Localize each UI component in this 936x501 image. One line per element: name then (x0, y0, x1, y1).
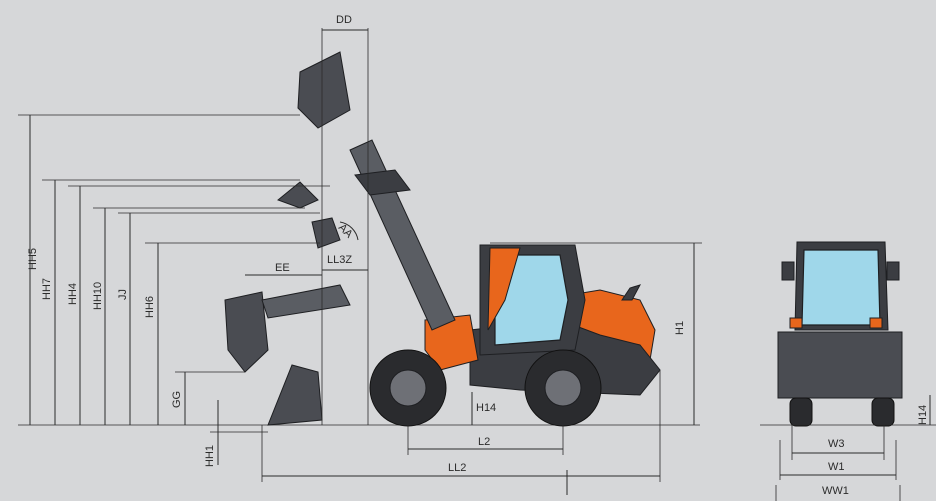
label-l2: L2 (478, 436, 490, 448)
bucket-ground (267, 364, 323, 426)
bucket-positions (224, 51, 351, 426)
loader-front-view (760, 241, 936, 427)
label-hh7: HH7 (41, 278, 53, 300)
label-h1: H1 (674, 321, 686, 335)
front-left-light (789, 317, 803, 329)
boom-linkage (354, 169, 411, 196)
front-bucket (777, 331, 903, 399)
cab-glass (494, 254, 569, 346)
label-jj: JJ (117, 289, 129, 300)
dd-dimension: DD (321, 14, 369, 425)
front-dimensions: W3 W1 WW1 H14 (775, 395, 931, 501)
label-gg: GG (171, 391, 183, 408)
bucket-reach-arm (261, 284, 351, 319)
exhaust (621, 284, 642, 301)
front-rim (389, 369, 427, 407)
front-frame (424, 314, 479, 371)
label-ee: EE (275, 262, 290, 274)
vertical-dimensions: HH5 HH7 HH4 HH10 JJ HH6 GG HH1 (18, 114, 330, 467)
bucket-reach (224, 291, 269, 373)
label-hh10: HH10 (92, 282, 104, 310)
front-right-light (869, 317, 883, 329)
bucket-dump-high (277, 181, 319, 209)
rear-rim (544, 369, 582, 407)
front-glass (801, 249, 881, 326)
label-dd: DD (336, 14, 352, 26)
label-h14: H14 (476, 402, 496, 414)
loader-side-view (349, 139, 661, 427)
label-w1: W1 (828, 461, 845, 473)
label-ll2: LL2 (448, 462, 466, 474)
bucket-max-height (297, 51, 351, 129)
l2-dimension: L2 (407, 425, 564, 455)
label-hh5: HH5 (27, 248, 39, 270)
boom (349, 139, 456, 331)
reach-dimensions: EE LL3Z AA (245, 221, 368, 276)
label-ll3z: LL3Z (327, 254, 352, 266)
label-hh1: HH1 (204, 445, 216, 467)
left-mirror (781, 261, 795, 281)
cab-pillar (487, 247, 521, 331)
label-ww1: WW1 (822, 485, 849, 497)
bucket-tilt (311, 217, 341, 249)
h14-dimension: H14 (471, 392, 496, 425)
right-mirror (886, 261, 900, 281)
h1-dimension: H1 (490, 242, 702, 425)
label-hh6: HH6 (144, 296, 156, 318)
ll2-dimension: LL2 (261, 370, 661, 495)
label-h14-front: H14 (917, 405, 929, 425)
front-right-tire (871, 397, 895, 427)
front-left-tire (789, 397, 813, 427)
label-hh4: HH4 (67, 283, 79, 305)
label-w3: W3 (828, 438, 845, 450)
